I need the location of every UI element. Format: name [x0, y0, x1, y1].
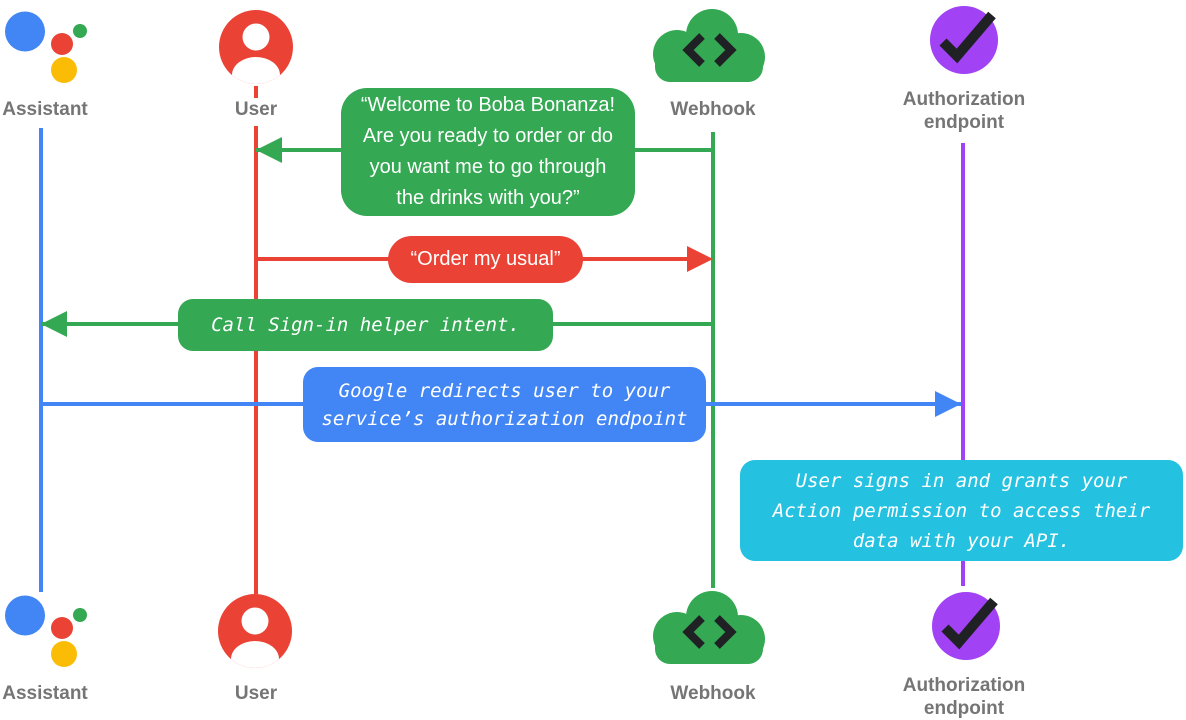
google-assistant-icon	[5, 595, 87, 667]
welcome-arrowhead-left-icon	[256, 137, 282, 163]
welcome-message-box: “Welcome to Boba Bonanza! Are you ready …	[341, 88, 635, 216]
google-assistant-icon	[5, 11, 87, 83]
assistant-label-top: Assistant	[2, 99, 88, 120]
user-icon	[218, 594, 292, 668]
signin-arrowhead-left-icon	[41, 311, 67, 337]
check-circle-icon	[932, 592, 1000, 660]
user-lifeline-stub	[254, 86, 258, 98]
auth-lifeline	[961, 143, 965, 586]
webhook-cloud-icon	[653, 9, 765, 82]
webhook-lifeline	[711, 132, 715, 588]
redirect-arrowhead-right-icon	[935, 391, 961, 417]
auth-label-bottom: Authorization endpoint	[902, 675, 1026, 719]
user-label-top: User	[230, 98, 282, 121]
auth-label-top: Authorization endpoint	[902, 89, 1026, 133]
redirect-message-box: Google redirects user to your service’s …	[303, 367, 706, 442]
grant-note-box: User signs in and grants your Action per…	[740, 460, 1183, 561]
user-icon	[219, 10, 293, 84]
webhook-cloud-icon	[653, 591, 765, 664]
order-message-box: “Order my usual”	[388, 236, 583, 283]
user-lifeline	[254, 126, 258, 594]
webhook-label-bottom: Webhook	[670, 683, 756, 704]
check-circle-icon	[930, 6, 998, 74]
order-arrowhead-right-icon	[687, 246, 713, 272]
assistant-label-bottom: Assistant	[2, 683, 88, 704]
webhook-label-top: Webhook	[670, 99, 756, 120]
signin-message-box: Call Sign-in helper intent.	[178, 299, 553, 351]
assistant-lifeline	[39, 128, 43, 592]
user-label-bottom: User	[234, 683, 278, 704]
